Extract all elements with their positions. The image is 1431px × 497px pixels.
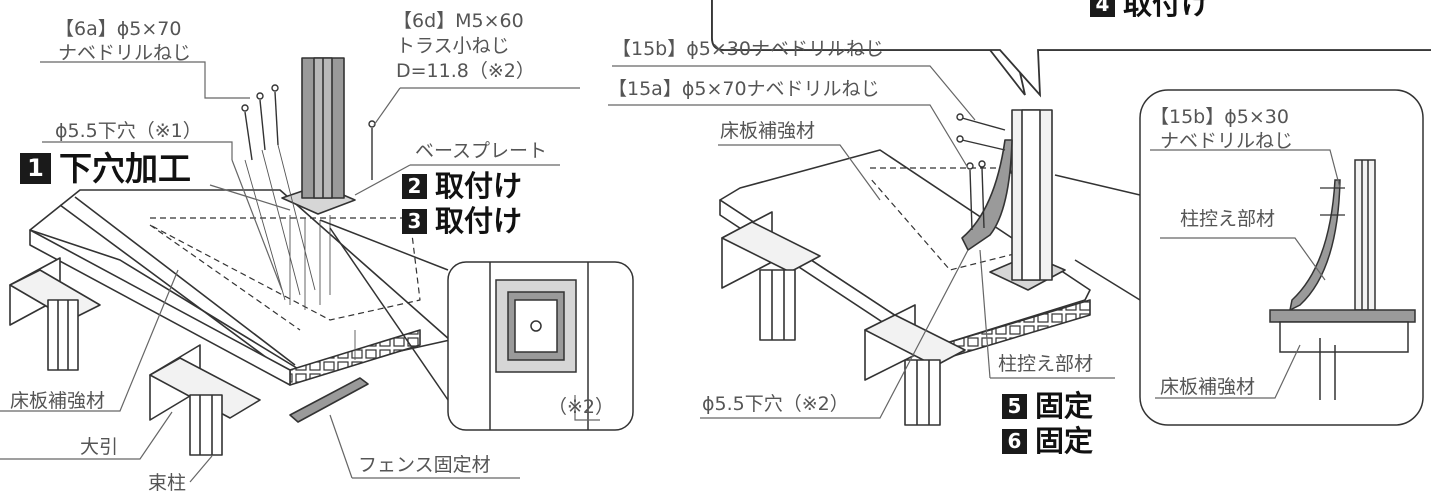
inset-label-15b-spec: 【15b】ϕ5×30 (1150, 106, 1289, 128)
step-6-text: 固定 (1035, 424, 1094, 458)
step-5-text: 固定 (1035, 389, 1094, 423)
inset-label-floor-reinforcement: 床板補強材 (1160, 376, 1256, 398)
label-floor-reinforcement-left: 床板補強材 (10, 390, 106, 412)
label-fence-fixing: フェンス固定材 (358, 454, 491, 476)
left-panel-drawing (9, 57, 451, 456)
label-pilot-hole-left: ϕ5.5下穴（※1） (55, 120, 202, 142)
step-4-text: 取付け (1123, 0, 1211, 21)
label-brace-member: 柱控え部材 (998, 353, 1094, 375)
label-tsukabashira: 束柱 (148, 472, 187, 494)
step-2-attach: 2 取付け (402, 172, 522, 201)
step-6-badge: 6 (1002, 429, 1027, 454)
label-inset-note: （※2） (548, 396, 615, 418)
step-5-badge: 5 (1002, 394, 1027, 419)
inset-label-brace: 柱控え部材 (1180, 208, 1276, 230)
step-2-text: 取付け (435, 169, 523, 203)
right-leaders (608, 65, 1115, 419)
right-panel-drawing (719, 109, 1091, 426)
fence-fixing-bar (289, 377, 369, 423)
step-1-badge: 1 (20, 153, 51, 184)
step-3-text: 取付け (435, 204, 523, 238)
step-2-badge: 2 (402, 174, 427, 199)
label-6a-screw-type: ナベドリルねじ (58, 42, 192, 64)
left-leaders (0, 61, 580, 483)
step-3-badge: 3 (402, 209, 427, 234)
step-3-attach: 3 取付け (402, 207, 522, 236)
label-oobiki: 大引 (80, 436, 119, 458)
step-5-fix: 5 固定 (1002, 392, 1093, 421)
step-6-fix: 6 固定 (1002, 427, 1093, 456)
label-6a-screw-spec: 【6a】ϕ5×70 (55, 18, 182, 40)
brace-member (961, 139, 1013, 251)
label-6d-screw-type: トラス小ねじ (396, 35, 510, 57)
step-4-badge: 4 (1090, 0, 1115, 17)
inset-label-15b-type: ナベドリルねじ (1160, 130, 1294, 152)
label-floor-reinforcement-right: 床板補強材 (720, 120, 816, 142)
label-base-plate: ベースプレート (415, 140, 548, 162)
label-6d-screw-spec: 【6d】M5×60 (393, 10, 524, 32)
label-15a-screw: 【15a】ϕ5×70ナベドリルねじ (608, 78, 880, 100)
label-6d-screw-diameter: D=11.8（※2） (396, 60, 535, 82)
label-pilot-hole-right: ϕ5.5下穴（※2） (702, 393, 849, 415)
label-15b-screw: 【15b】ϕ5×30ナベドリルねじ (612, 38, 884, 60)
step-1-text: 下穴加工 (59, 149, 191, 188)
step-1-pilot-hole: 1 下穴加工 (20, 152, 191, 185)
callout-step-4: 4 取付け (1090, 0, 1210, 19)
